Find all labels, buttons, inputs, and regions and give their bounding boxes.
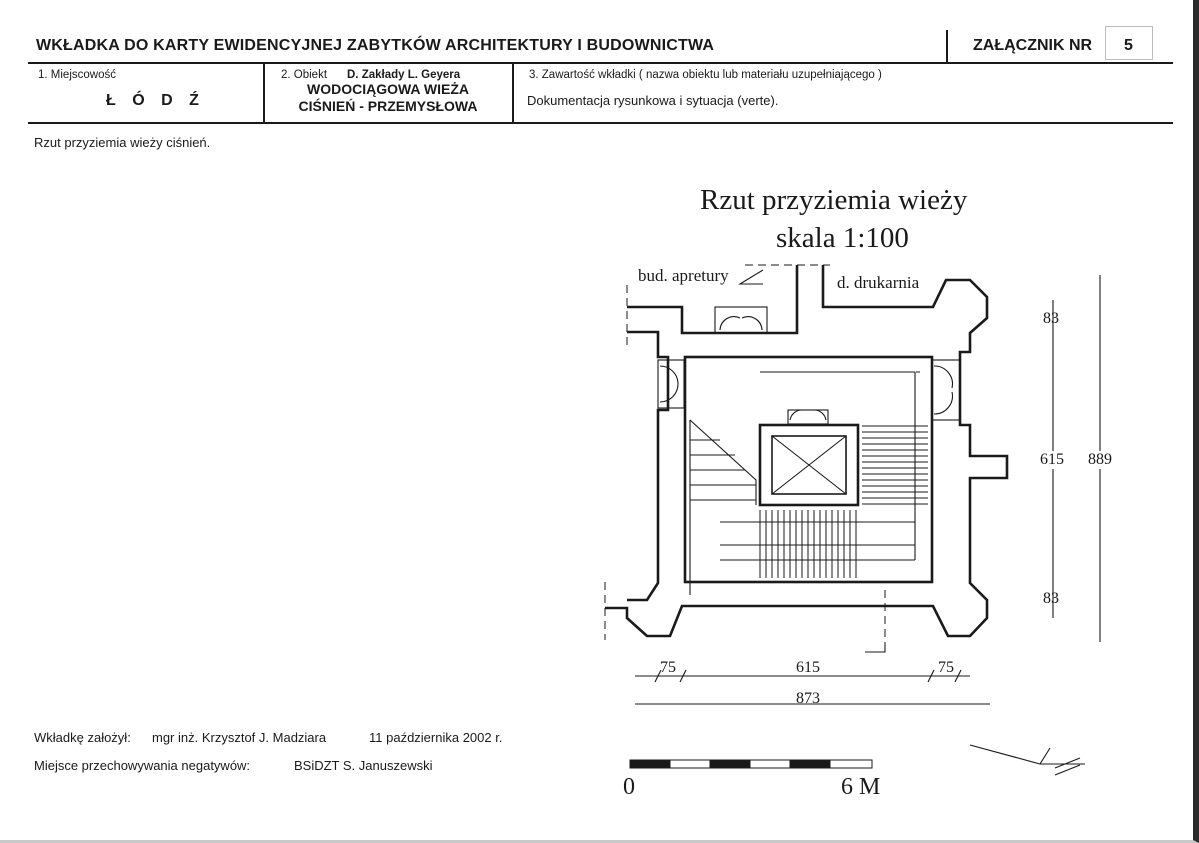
object-label: 2. Obiekt [281,69,328,81]
object-name-line-2: CIŚNIEŃ - PRZEMYSŁOWA [298,98,478,114]
annex-label: ZAŁĄCZNIK NR [973,37,1093,54]
shaft-outer-wall [758,423,860,507]
object-name-line-1: WODOCIĄGOWA WIEŻA [306,81,470,97]
annex-number-box [1105,26,1153,60]
author-value: mgr inż. Krzysztof J. Madziara [152,730,327,745]
dim-inner-width: 615 [796,659,820,676]
dim-inner-height: 615 [1040,451,1064,469]
locality-label: 1. Miejscowość [38,69,116,81]
scale-bar-start: 0 [623,774,635,800]
storage-value: BSiDZT S. Januszewski [294,758,433,773]
form-title: WKŁADKA DO KARTY EWIDENCYJNEJ ZABYTKÓW A… [36,37,715,54]
dim-total-height: 889 [1088,451,1112,469]
scale-bar-end: 6 M [841,774,881,800]
header-rule [28,62,1173,64]
fields-rule [28,122,1173,124]
author-date: 11 października 2002 r. [369,730,503,745]
header-divider [946,30,948,62]
field-divider-2 [512,63,514,123]
dim-right-wall: 75 [938,659,954,676]
dim-bottom-wall: 83 [1043,590,1059,607]
annex-number: 5 [1124,37,1133,54]
outer-wall [605,265,1009,638]
object-owner: D. Zakłady L. Geyera [347,69,461,81]
room-label-left: bud. apretury [638,266,729,285]
author-label: Wkładkę założył: [34,730,131,745]
contents-label: 3. Zawartość wkładki ( nazwa obiektu lub… [529,69,882,81]
storage-label: Miejsce przechowywania negatywów: [34,758,251,773]
outer-wall-left [627,330,670,602]
drawing-title: Rzut przyziemia wieży [700,184,968,216]
dim-top-wall: 83 [1043,310,1059,327]
caption: Rzut przyziemia wieży ciśnień. [34,135,211,150]
locality-value: Ł Ó D Ź [106,92,205,109]
drawing-scale: skala 1:100 [776,222,909,254]
shaft-inner-wall [771,435,847,495]
contents-value: Dokumentacja rysunkowa i sytuacja (verte… [527,93,779,108]
object-name: WODOCIĄGOWA WIEŻA CIŚNIEŃ - PRZEMYSŁOWA [266,81,510,115]
room-label-right: d. drukarnia [837,273,920,292]
inner-room-wall [683,355,934,584]
dim-total-width: 873 [796,690,820,707]
dim-left-wall: 75 [660,659,676,676]
field-divider-1 [263,63,265,123]
